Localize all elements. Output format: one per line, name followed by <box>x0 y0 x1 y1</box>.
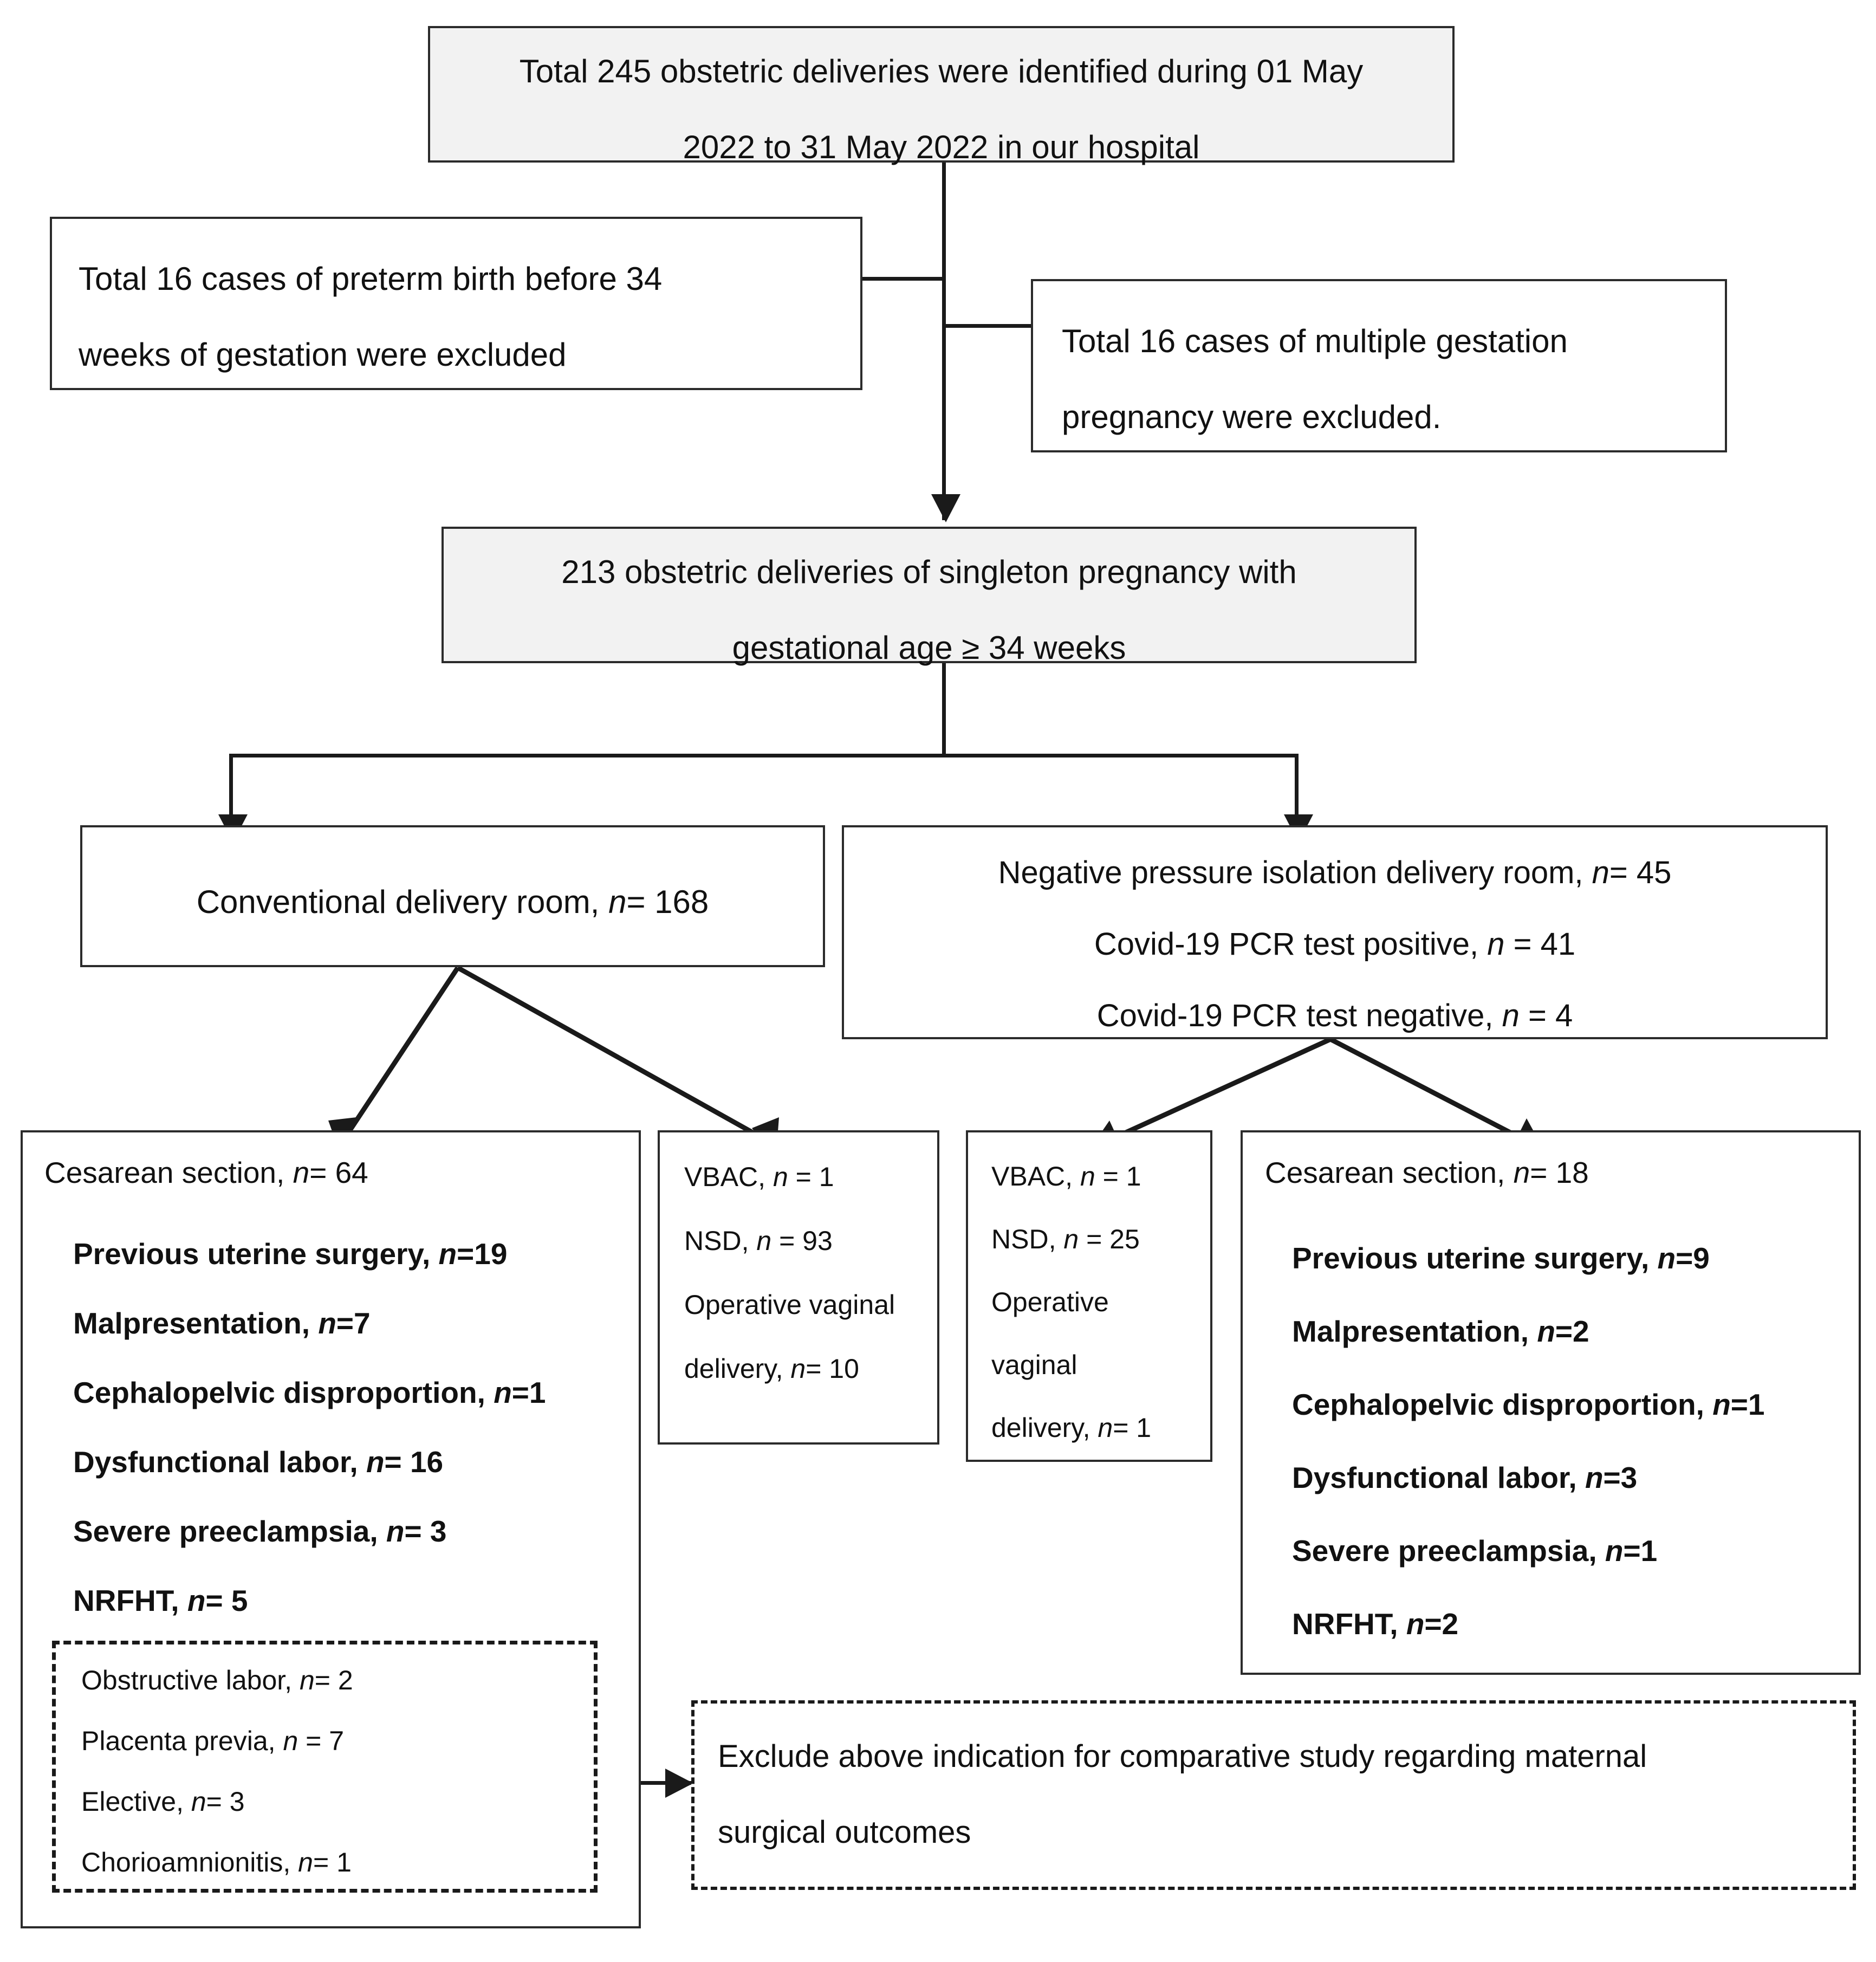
node-vaginal-conventional <box>658 1130 939 1445</box>
cesarean-conv-ind-2: Malpresentation, n=7 <box>73 1306 371 1340</box>
cesarean-neg-ind-5: Severe preeclampsia, n=1 <box>1292 1534 1658 1568</box>
node-exclude-note <box>691 1700 1856 1890</box>
cesarean-neg-ind-2: Malpresentation, n=2 <box>1292 1315 1589 1348</box>
total-identified-line-2: 2022 to 31 May 2022 in our hospital <box>683 129 1200 165</box>
connector-to-negative-pressure <box>1295 754 1299 819</box>
node-negative-pressure-room-text: Negative pressure isolation delivery roo… <box>847 837 1822 1038</box>
cesarean-conv-ind-5: Severe preeclampsia, n= 3 <box>73 1514 447 1548</box>
node-cesarean-negative-heading: Cesarean section, n= 18 <box>1265 1141 1850 1206</box>
node-total-identified-text: Total 245 obstetric deliveries were iden… <box>433 34 1449 165</box>
node-conventional-delivery-room <box>80 825 825 967</box>
node-excluded-preterm <box>50 217 862 390</box>
vaginal-neg-line-1: VBAC, n = 1 <box>991 1161 1141 1192</box>
excluded-indication-3: Elective, n= 3 <box>81 1786 245 1817</box>
node-cesarean-negative <box>1241 1130 1861 1675</box>
vaginal-conv-line-1: VBAC, n = 1 <box>684 1162 834 1192</box>
node-conventional-delivery-room-text: Conventional delivery room, n= 168 <box>86 864 820 940</box>
cesarean-neg-ind-4: Dysfunctional labor, n=3 <box>1292 1461 1638 1494</box>
vaginal-neg-line-4: vaginal <box>991 1350 1077 1380</box>
vaginal-conv-line-3: Operative vaginal <box>684 1290 895 1320</box>
excluded-preterm-line-1: Total 16 cases of preterm birth before 3… <box>79 261 663 297</box>
excluded-indication-1: Obstructive labor, n= 2 <box>81 1665 353 1695</box>
cesarean-conv-ind-4: Dysfunctional labor, n= 16 <box>73 1445 444 1479</box>
negative-room-line-3: Covid-19 PCR test negative, n = 4 <box>1096 998 1573 1033</box>
total-identified-line-1: Total 245 obstetric deliveries were iden… <box>519 53 1364 89</box>
cesarean-conv-ind-1: Previous uterine surgery, n=19 <box>73 1237 508 1271</box>
exclude-note-line-2: surgical outcomes <box>718 1815 971 1850</box>
node-singleton-213-text: 213 obstetric deliveries of singleton pr… <box>447 534 1411 666</box>
cesarean-conv-ind-3: Cephalopelvic disproportion, n=1 <box>73 1376 546 1409</box>
excluded-indication-4: Chorioamnionitis, n= 1 <box>81 1847 352 1877</box>
node-cesarean-conventional-heading: Cesarean section, n= 64 <box>44 1141 629 1206</box>
node-cesarean-negative-indications: Previous uterine surgery, n=9 Malpresent… <box>1292 1222 1858 1655</box>
negative-room-line-2: Covid-19 PCR test positive, n = 41 <box>1094 927 1576 962</box>
node-cesarean-conventional-indications: Previous uterine surgery, n=19 Malpresen… <box>73 1219 637 1620</box>
node-excluded-multiple <box>1031 279 1727 452</box>
singleton-line-2: gestational age ≥ 34 weeks <box>732 630 1126 666</box>
cesarean-neg-ind-6: NRFHT, n=2 <box>1292 1607 1459 1641</box>
node-excluded-indications-text: Obstructive labor, n= 2 Placenta previa,… <box>81 1650 590 1883</box>
cesarean-negative-heading: Cesarean section, n= 18 <box>1265 1156 1589 1189</box>
connector-singleton-stem <box>942 610 946 756</box>
vaginal-neg-line-3: Operative <box>991 1287 1109 1317</box>
vaginal-neg-line-2: NSD, n = 25 <box>991 1224 1140 1254</box>
node-vaginal-negative <box>966 1130 1212 1462</box>
node-exclude-note-text: Exclude above indication for comparative… <box>718 1719 1839 1881</box>
node-excluded-preterm-text: Total 16 cases of preterm birth before 3… <box>79 241 848 382</box>
connector-to-conventional <box>229 754 233 819</box>
connector-singleton-split <box>229 754 1299 757</box>
vaginal-neg-line-5: delivery, n= 1 <box>991 1413 1152 1443</box>
connector-to-preterm-exclusion <box>859 277 946 281</box>
node-negative-pressure-room <box>842 825 1828 1039</box>
vaginal-conv-line-2: NSD, n = 93 <box>684 1226 833 1256</box>
connector-to-multiple-exclusion <box>942 324 1033 328</box>
excluded-indication-2: Placenta previa, n = 7 <box>81 1726 345 1756</box>
negative-room-line-1: Negative pressure isolation delivery roo… <box>998 855 1672 890</box>
conventional-room-line-1: Conventional delivery room, n= 168 <box>196 884 709 920</box>
cesarean-neg-ind-3: Cephalopelvic disproportion, n=1 <box>1292 1388 1765 1421</box>
cesarean-conv-ind-6: NRFHT, n= 5 <box>73 1584 248 1617</box>
excluded-multiple-line-1: Total 16 cases of multiple gestation <box>1062 323 1568 359</box>
node-singleton-213 <box>442 527 1417 663</box>
excluded-multiple-line-2: pregnancy were excluded. <box>1062 399 1442 435</box>
excluded-preterm-line-2: weeks of gestation were excluded <box>79 336 567 373</box>
vaginal-conv-line-4: delivery, n= 10 <box>684 1354 859 1384</box>
node-excluded-indications <box>52 1641 598 1893</box>
node-excluded-multiple-text: Total 16 cases of multiple gestation pre… <box>1062 303 1717 444</box>
node-total-identified <box>428 26 1455 163</box>
node-vaginal-negative-text: VBAC, n = 1 NSD, n = 25 Operative vagina… <box>991 1145 1208 1456</box>
connector-to-exclude-note <box>595 1781 692 1785</box>
node-vaginal-conventional-text: VBAC, n = 1 NSD, n = 93 Operative vagina… <box>684 1145 939 1437</box>
cesarean-neg-ind-1: Previous uterine surgery, n=9 <box>1292 1241 1710 1275</box>
cesarean-conventional-heading: Cesarean section, n= 64 <box>44 1156 368 1189</box>
singleton-line-1: 213 obstetric deliveries of singleton pr… <box>561 554 1297 590</box>
connector-trunk-top <box>942 81 946 520</box>
exclude-note-line-1: Exclude above indication for comparative… <box>718 1739 1647 1774</box>
arrowhead-to-singleton <box>931 494 960 522</box>
arrowhead-to-exclude-note <box>665 1769 693 1798</box>
